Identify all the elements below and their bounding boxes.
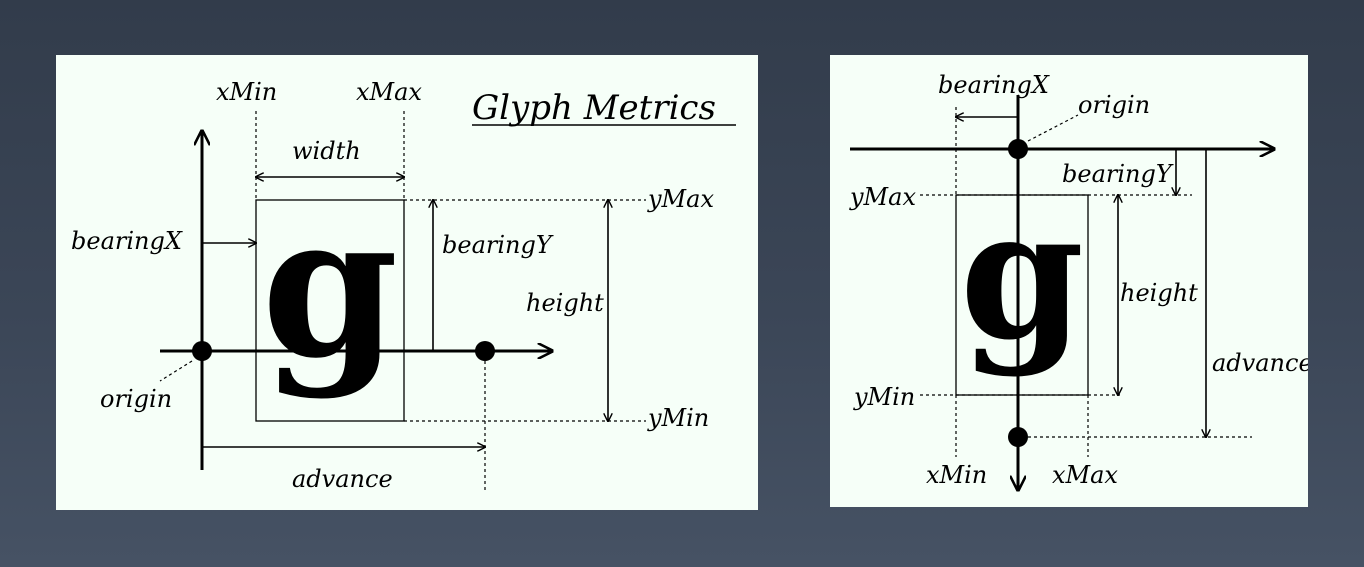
ymin-label: yMin: [647, 404, 709, 432]
glyph-bounding-box: [255, 199, 405, 422]
bearing-y-label: bearingY: [442, 231, 554, 259]
origin-dot: [192, 341, 212, 361]
advance-label: advance: [292, 465, 393, 493]
xmin-label: xMin: [926, 461, 987, 489]
origin-label: origin: [1078, 91, 1150, 119]
ymax-label: yMax: [849, 183, 916, 211]
vertical-metrics-diagram: g bearingX origin bearingY yMax yMin hei…: [830, 55, 1308, 507]
horizontal-metrics-diagram: Glyph Metrics g xMin xMax width yMax yMi…: [56, 55, 758, 510]
origin-leader: [1027, 114, 1079, 142]
height-label: height: [1120, 279, 1198, 307]
bearing-x-label: bearingX: [71, 227, 183, 255]
width-label: width: [292, 137, 361, 165]
glyph-g: g: [261, 172, 398, 402]
origin-label: origin: [100, 385, 172, 413]
advance-dot: [1008, 427, 1028, 447]
bearing-y-label: bearingY: [1062, 160, 1174, 188]
horizontal-metrics-svg: Glyph Metrics g xMin xMax width yMax yMi…: [71, 78, 736, 493]
ymin-label: yMin: [853, 383, 915, 411]
height-label: height: [526, 289, 604, 317]
origin-leader: [159, 360, 193, 382]
diagram-title: Glyph Metrics: [472, 88, 716, 128]
xmin-label: xMin: [216, 78, 277, 106]
vertical-metrics-svg: g bearingX origin bearingY yMax yMin hei…: [849, 71, 1308, 507]
bearing-x-label: bearingX: [938, 71, 1050, 99]
advance-dot: [475, 341, 495, 361]
origin-dot: [1008, 139, 1028, 159]
glyph-g: g: [960, 170, 1084, 379]
advance-label: advance: [1212, 349, 1308, 377]
ymax-label: yMax: [647, 185, 714, 213]
xmax-label: xMax: [356, 78, 422, 106]
xmax-label: xMax: [1052, 461, 1118, 489]
